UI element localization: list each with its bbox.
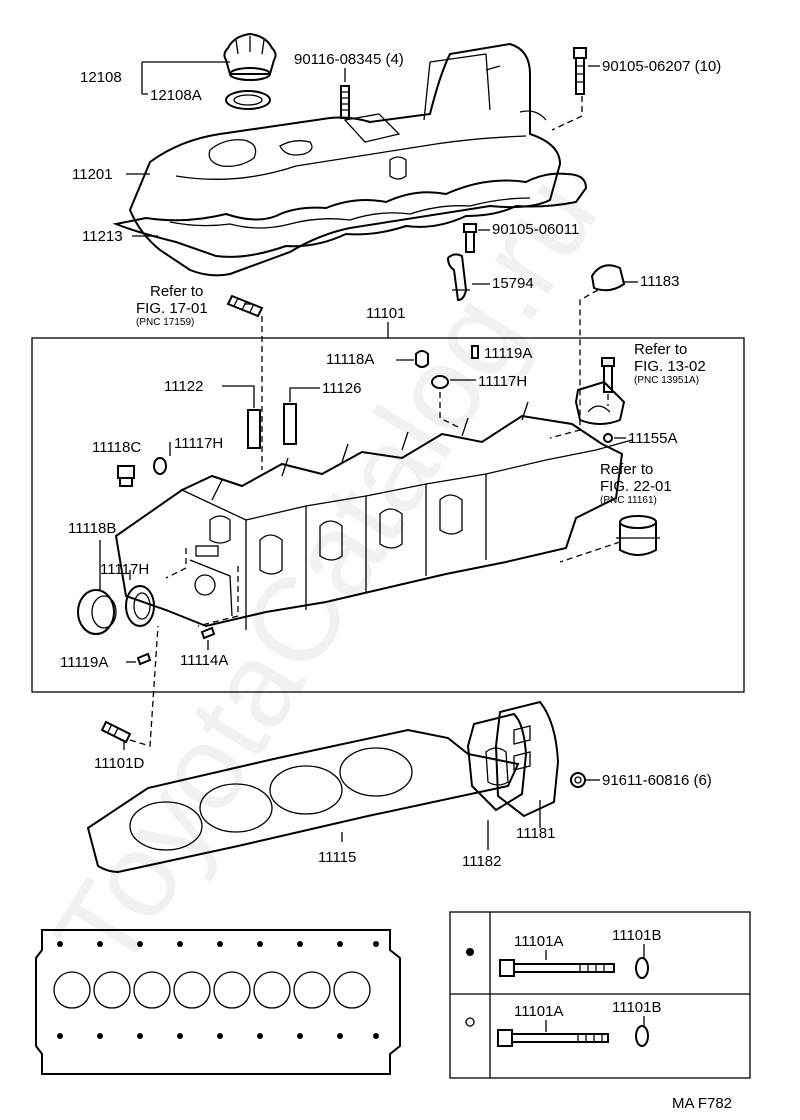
label-11114A: 11114A [180,652,228,669]
plug-11118B[interactable] [77,589,117,635]
label-11119A-top: 11119A [484,345,532,362]
ref-c-line1: Refer to [600,461,653,478]
water-outlet-plate[interactable] [494,700,560,818]
seal-11117H-low[interactable] [125,585,155,627]
cylinder-head-bottom-view[interactable] [35,929,401,1075]
label-11117H-top: 11117H [478,373,527,390]
bolt-table [449,911,751,1079]
seal-11117H-left[interactable] [153,457,167,475]
washer-11101B-2[interactable] [635,1025,649,1047]
cylinder-head-cover[interactable] [128,42,562,277]
cylinder-head[interactable] [114,401,633,630]
ref-a-line1: Refer to [150,283,203,300]
washer-11101B-1[interactable] [635,957,649,979]
label-11101B-1: 11101B [612,927,662,944]
ref-b-line1: Refer to [634,341,687,358]
ref-b-pnc: (PNC 13951A) [634,375,699,386]
label-11155A: 11155A [628,430,678,447]
label-12108A: 12108A [150,87,202,104]
label-11117H-low: 11117H [100,561,149,578]
oil-cap-gasket[interactable] [225,90,271,110]
bolt-90116[interactable] [340,85,350,119]
valve-guide-11122[interactable] [247,409,261,449]
label-12108: 12108 [80,69,122,86]
label-11182: 11182 [462,853,502,870]
water-outlet-gasket[interactable] [466,712,528,812]
camshaft-bearing-cap-plug[interactable] [590,264,626,292]
label-11101B-2: 11101B [612,999,662,1016]
head-bolt-11101A-2[interactable] [497,1029,609,1047]
label-11101: 11101 [366,305,406,322]
pin-11155A[interactable] [603,433,613,443]
pin-11119A-low[interactable] [136,652,152,666]
stud-11101D[interactable] [100,720,132,744]
label-90105-06011: 90105-06011 [492,221,579,238]
seal-11117H-top[interactable] [431,375,449,389]
label-15794: 15794 [492,275,534,292]
label-11101A-1: 11101A [514,933,564,950]
ref-a-line2: FIG. 17-01 [136,300,208,317]
filled-dot-marker [466,948,474,956]
label-90105-06207: 90105-06207 (10) [602,58,721,75]
diagram-code: MA F782 [672,1095,732,1112]
ref-c-line2: FIG. 22-01 [600,478,672,495]
label-11183: 11183 [640,273,680,290]
plug-11118C[interactable] [117,465,135,487]
label-11118B: 11118B [68,520,116,537]
cylinder-head-gasket[interactable] [86,728,520,874]
label-11115: 11115 [318,849,356,866]
pin-11119A-top[interactable] [471,345,479,359]
valve-guide-11126[interactable] [283,403,297,445]
head-cover-gasket[interactable] [112,172,588,258]
ref-a-pnc: (PNC 17159) [136,317,194,328]
bolt-90105-06011[interactable] [463,223,477,253]
ref-b-line2: FIG. 13-02 [634,358,706,375]
stud-bolt-ref-17-01[interactable] [226,294,264,318]
label-11101A-2: 11101A [514,1003,564,1020]
oil-filler-cap[interactable] [223,32,277,81]
label-11118C: 11118C [92,439,141,456]
ref-c-pnc: (PNC 11161) [600,495,657,506]
head-bolt-11101A-1[interactable] [499,959,615,977]
label-11181: 11181 [516,825,556,842]
open-dot-marker [465,1017,475,1027]
bolt-90105-06207[interactable] [573,47,587,95]
label-11118A: 11118A [326,351,374,368]
camshaft-position-sensor-bracket[interactable] [446,253,470,302]
nut-91611[interactable] [570,772,586,788]
camshaft-bearing-cap[interactable] [574,380,626,425]
label-91611-60816: 91611-60816 (6) [602,772,712,789]
label-11126: 11126 [322,380,362,397]
part-ref-22-01[interactable] [616,515,660,556]
label-11101D: 11101D [94,755,144,772]
label-11119A-low: 11119A [60,654,108,671]
label-90116-08345: 90116-08345 (4) [294,51,404,68]
plug-11118A[interactable] [415,350,429,368]
label-11122: 11122 [164,378,204,395]
label-11117H-left: 11117H [174,435,223,452]
pin-11114A[interactable] [200,626,216,640]
label-11213: 11213 [82,228,123,245]
label-11201: 11201 [72,166,113,183]
